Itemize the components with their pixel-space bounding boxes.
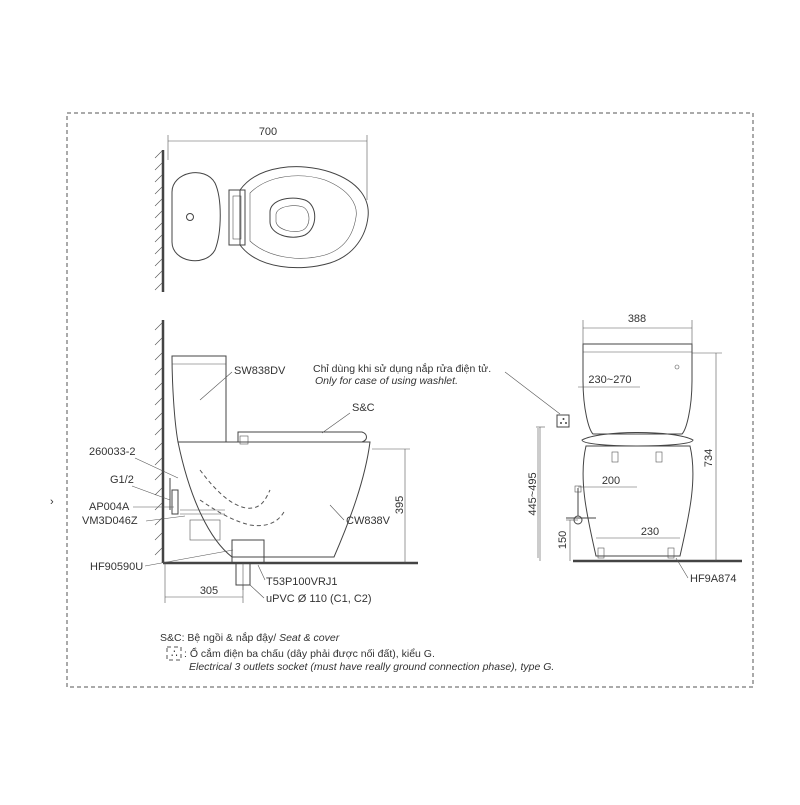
dim-rough-in: 305 bbox=[200, 585, 218, 597]
stop-valve bbox=[171, 489, 179, 515]
label-g-half: G1/2 bbox=[110, 474, 134, 486]
dim-front-width: 388 bbox=[628, 313, 646, 325]
dim-inlet-offset: 200 bbox=[602, 475, 620, 487]
washlet-note-leader bbox=[504, 371, 561, 415]
socket-box bbox=[556, 414, 570, 428]
top-view-wall-hatch bbox=[154, 150, 163, 291]
seat-side bbox=[237, 431, 367, 443]
legend-seat-cover: S&C: Bệ ngồi & nắp đậy/ Seat & cover bbox=[160, 631, 340, 644]
legend-socket-vi: : Ổ cắm điện ba chấu (dây phải được nối … bbox=[184, 647, 435, 660]
legend: S&C: Bệ ngồi & nắp đậy/ Seat & cover ∴ :… bbox=[160, 631, 554, 673]
label-hf9a874: HF9A874 bbox=[690, 573, 736, 585]
outlet-flange bbox=[231, 539, 265, 564]
flush-button-icon bbox=[186, 213, 194, 221]
side-view-wall-hatch bbox=[154, 322, 163, 556]
tank-top bbox=[171, 172, 221, 262]
washlet-note-en: Only for case of using washlet. bbox=[315, 375, 458, 387]
legend-socket-en: Electrical 3 outlets socket (must have r… bbox=[189, 661, 554, 673]
side-mark: › bbox=[50, 496, 54, 508]
washlet-note-vi: Chỉ dùng khi sử dụng nắp rửa điện tử. bbox=[313, 362, 491, 375]
top-view: 700 bbox=[154, 126, 369, 292]
dim-seat-height: 395 bbox=[394, 496, 406, 514]
label-bowl: CW838V bbox=[346, 515, 391, 527]
tank-front bbox=[582, 343, 693, 435]
pedestal-front bbox=[582, 445, 694, 557]
label-hf90590u: HF90590U bbox=[90, 561, 143, 573]
label-t53p: T53P100VRJ1 bbox=[266, 576, 338, 588]
bowl-side bbox=[177, 441, 371, 558]
dim-foot-spacing: 230 bbox=[641, 526, 659, 538]
label-seat-cover: S&C bbox=[352, 402, 375, 414]
dim-foot-height: 150 bbox=[557, 531, 569, 549]
bowl-opening bbox=[269, 197, 316, 238]
dim-outlet-height: 445~495 bbox=[527, 472, 539, 515]
drawing-frame bbox=[66, 112, 754, 688]
legend-socket-box bbox=[166, 646, 182, 661]
dim-total-height: 734 bbox=[703, 449, 715, 467]
label-vm3d046z: VM3D046Z bbox=[82, 515, 138, 527]
label-upvc: uPVC Ø 110 (C1, C2) bbox=[266, 593, 372, 605]
dim-inlet-range: 230~270 bbox=[588, 374, 631, 386]
dim-top-width: 700 bbox=[259, 126, 277, 138]
label-tank: SW838DV bbox=[234, 365, 286, 377]
seat-hinge bbox=[228, 189, 246, 246]
legend-socket-symbol: ∴ bbox=[171, 648, 178, 660]
seat-front bbox=[581, 432, 694, 447]
label-260033: 260033-2 bbox=[89, 446, 136, 458]
tank-side bbox=[171, 355, 227, 443]
label-ap004a: AP004A bbox=[89, 501, 130, 513]
front-view: 388 230~270 200 230 734 445~495 150 Chỉ … bbox=[313, 313, 742, 585]
trap-path bbox=[199, 469, 271, 509]
side-view: 395 305 SW838DV S&C CW838V 260033-2 G1/2… bbox=[82, 320, 418, 605]
seat-top-outline bbox=[239, 166, 369, 269]
